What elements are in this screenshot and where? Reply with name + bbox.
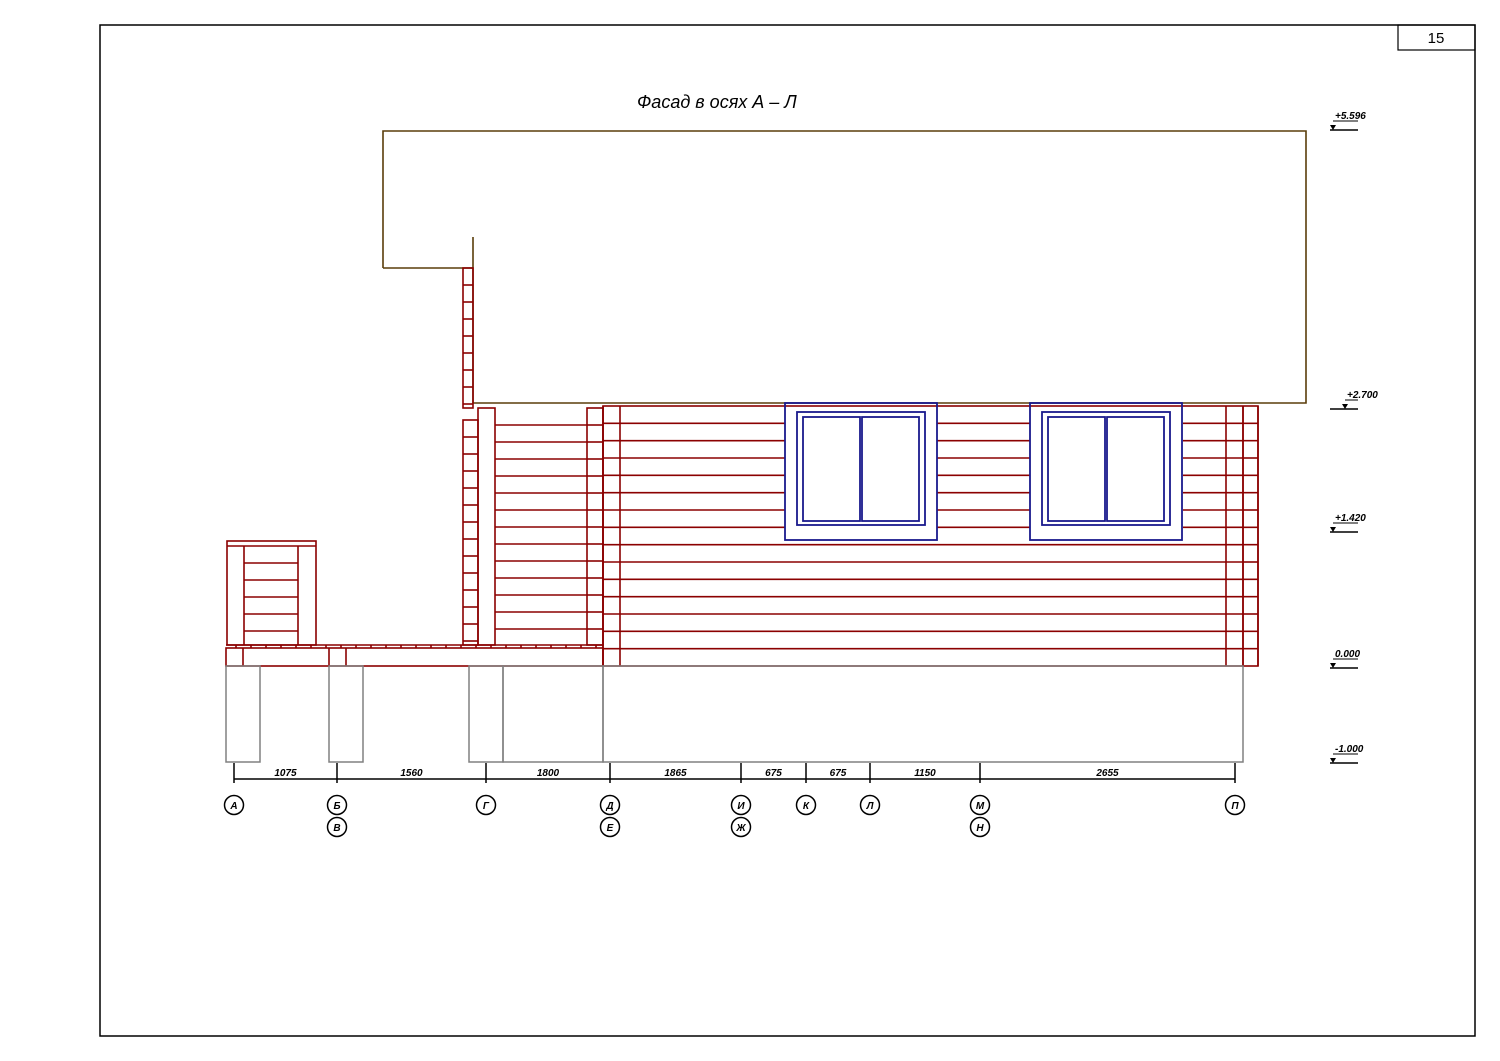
foundation-pier bbox=[468, 665, 504, 763]
windows bbox=[784, 402, 1183, 541]
window-trim bbox=[784, 402, 938, 541]
axis-bubble bbox=[969, 794, 991, 816]
window-sash bbox=[1106, 416, 1165, 522]
page-number-box bbox=[1397, 24, 1476, 51]
level-label: +5.596 bbox=[1335, 111, 1366, 122]
foundation bbox=[225, 665, 1244, 763]
axis-label: Л bbox=[866, 801, 875, 812]
level-label: +1.420 bbox=[1335, 513, 1366, 524]
foundation-wall bbox=[602, 665, 1244, 763]
axis-label: А bbox=[229, 801, 237, 812]
window-trim bbox=[1029, 402, 1183, 541]
level-triangle bbox=[1342, 404, 1348, 409]
log-walls bbox=[225, 267, 1259, 667]
axis-label: П bbox=[1231, 801, 1239, 812]
axis-label: Н bbox=[976, 823, 984, 834]
axis-label: Е bbox=[607, 823, 614, 834]
window-sash bbox=[802, 416, 861, 522]
foundation-pier bbox=[225, 665, 261, 763]
dimension-label: 2655 bbox=[1095, 768, 1119, 779]
dimension-label: 675 bbox=[765, 768, 782, 779]
page-number: 15 bbox=[1428, 30, 1445, 47]
foundation-wall bbox=[502, 665, 604, 763]
level-triangle bbox=[1330, 758, 1336, 763]
axis-bubble bbox=[599, 794, 621, 816]
axis-label: Б bbox=[333, 801, 340, 812]
porch-post bbox=[477, 407, 496, 646]
foundation-pier bbox=[328, 665, 364, 763]
axis-label: Д bbox=[605, 801, 613, 812]
level-marks: +5.596 +2.700 +1.420 0.000 -1.000 bbox=[1330, 111, 1378, 764]
axis-bubble bbox=[223, 794, 245, 816]
level-label: 0.000 bbox=[1335, 649, 1360, 660]
axis-label: Г bbox=[483, 801, 490, 812]
axis-bubble bbox=[859, 794, 881, 816]
main-wall-outline bbox=[602, 405, 1259, 667]
axis-bubble bbox=[599, 816, 621, 838]
axis-label: М bbox=[976, 801, 985, 812]
level-label: -1.000 bbox=[1335, 744, 1364, 755]
roof-outline bbox=[382, 130, 1307, 404]
axis-label: И bbox=[737, 801, 745, 812]
dimension-label: 1150 bbox=[914, 768, 936, 779]
axis-bubble bbox=[475, 794, 497, 816]
axis-bubble bbox=[730, 794, 752, 816]
level-triangle bbox=[1330, 125, 1336, 130]
drawing-title: Фасад в осях А – Л bbox=[637, 92, 797, 112]
window-frame bbox=[796, 411, 926, 526]
dimension-label: 1560 bbox=[400, 768, 423, 779]
axis-bubble bbox=[730, 816, 752, 838]
window-sash bbox=[1047, 416, 1106, 522]
dimension-label: 1800 bbox=[537, 768, 560, 779]
window-frame bbox=[1041, 411, 1171, 526]
level-label: +2.700 bbox=[1347, 390, 1378, 401]
axis-bubble bbox=[969, 816, 991, 838]
axis-label: Ж bbox=[735, 823, 746, 834]
axis-bubble bbox=[326, 794, 348, 816]
porch-floor bbox=[225, 647, 604, 667]
axis-bubble bbox=[1224, 794, 1246, 816]
level-triangle bbox=[1330, 527, 1336, 532]
axis-bubble bbox=[795, 794, 817, 816]
level-triangle bbox=[1330, 663, 1336, 668]
gable-column bbox=[462, 267, 474, 409]
railing bbox=[226, 540, 317, 646]
axis-label: К bbox=[803, 801, 810, 812]
axis-bubble bbox=[326, 816, 348, 838]
window-sash bbox=[861, 416, 920, 522]
sheet-frame bbox=[99, 24, 1476, 1037]
dimension-label: 675 bbox=[830, 768, 847, 779]
dimension-label: 1865 bbox=[664, 768, 687, 779]
dimension-label: 1075 bbox=[274, 768, 297, 779]
axis-markers: А БВ Г ДЕ ИЖ К Л МН П bbox=[223, 794, 1246, 838]
dimension-line: 1075 1560 1800 1865 675 675 1150 2655 bbox=[233, 763, 1236, 783]
axis-label: В bbox=[333, 823, 340, 834]
